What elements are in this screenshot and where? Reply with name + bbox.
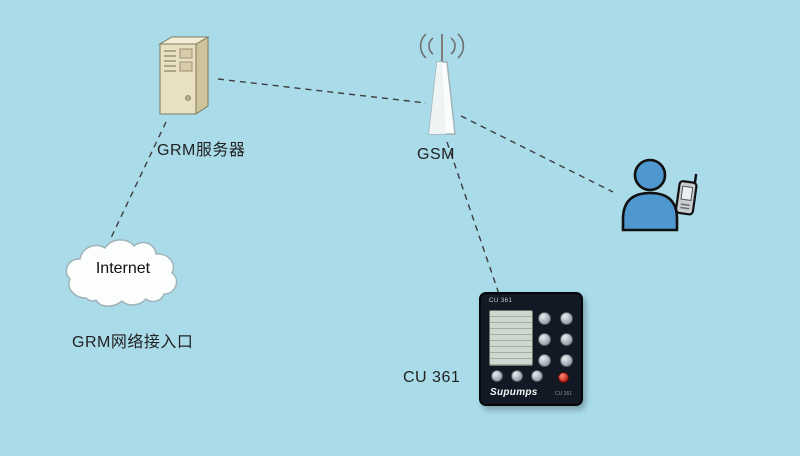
person-with-phone-icon <box>612 156 704 232</box>
device-button-row <box>491 370 551 382</box>
cu361-label: CU 361 <box>403 369 461 386</box>
internet-label: Internet <box>95 260 151 277</box>
device-button <box>559 353 573 367</box>
connector-gsm-cu361 <box>446 141 500 295</box>
server-label: GRM服务器 <box>157 142 246 159</box>
device-red-button <box>558 372 569 383</box>
device-button <box>559 311 573 325</box>
controller-device-icon: CU 361 Supumps CU 361 <box>479 292 583 406</box>
device-button <box>559 332 573 346</box>
device-button <box>531 370 543 382</box>
device-button <box>491 370 503 382</box>
antenna-icon <box>392 26 492 138</box>
gsm-label: GSM <box>417 146 455 163</box>
grm-portal-label: GRM网络接入口 <box>72 334 194 351</box>
server-tower-icon <box>150 36 216 120</box>
device-button <box>537 353 551 367</box>
device-button <box>537 311 551 325</box>
mobile-phone-icon <box>674 173 698 216</box>
device-model-text: CU 361 <box>489 298 513 304</box>
cloud-icon <box>56 234 188 314</box>
device-button <box>537 332 551 346</box>
device-buttons <box>536 310 574 368</box>
device-button <box>511 370 523 382</box>
device-brand-text: Supumps <box>490 387 538 398</box>
device-corner-text: CU 361 <box>555 391 572 397</box>
device-screen <box>489 310 533 366</box>
